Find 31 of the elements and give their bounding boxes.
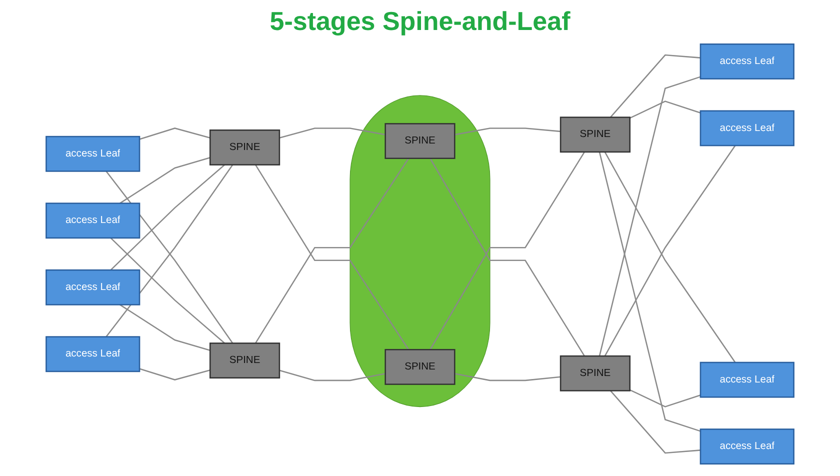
node-box: access Leaf [700,110,794,146]
diagram-title: 5-stages Spine-and-Leaf [268,6,572,37]
node-box: access Leaf [700,44,794,80]
node-box: SPINE [384,123,456,160]
node-box: access Leaf [46,136,140,172]
node-box: SPINE [209,130,280,166]
connector [139,368,210,380]
connector [279,128,386,139]
node-box: access Leaf [46,202,140,239]
node-box: SPINE [560,355,631,392]
connector [598,152,701,432]
connector [610,54,701,118]
connector [110,238,226,344]
connector [279,370,386,382]
node-box: access Leaf [700,428,794,464]
connector [598,76,701,356]
connector [139,128,210,140]
connector [610,390,701,454]
connector [630,100,701,119]
node-box: access Leaf [46,269,140,306]
node-box: SPINE [384,348,456,385]
node-box: SPINE [209,342,280,378]
connector [120,157,210,204]
connector [454,128,561,136]
connector [630,389,701,408]
connector [454,373,561,382]
connector [110,164,226,270]
node-box: access Leaf [700,362,794,398]
connector [120,304,210,351]
node-box: access Leaf [46,336,140,372]
node-box: SPINE [560,116,631,153]
